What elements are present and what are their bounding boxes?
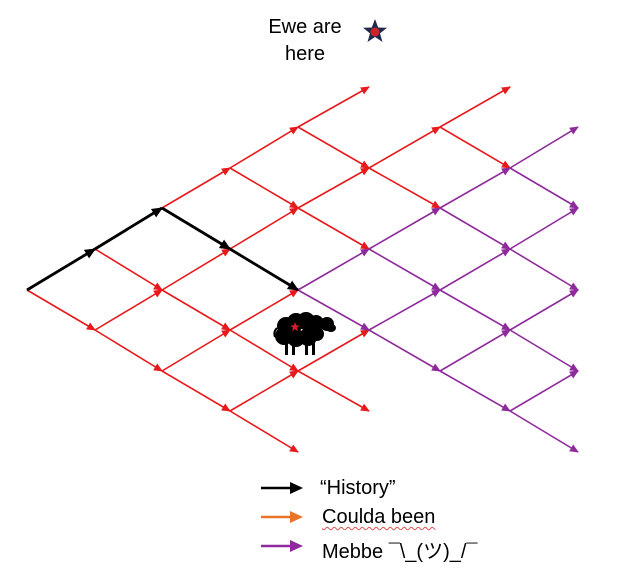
mebbe-branch-arrow [509, 329, 579, 372]
mebbe-branch-arrow [439, 289, 511, 331]
coulda-branch-arrow [297, 207, 370, 250]
arrow-icon [261, 511, 303, 523]
legend-label-coulda: Coulda been [322, 506, 435, 529]
mebbe-branch-arrow [509, 207, 579, 250]
coulda-branch-arrow [297, 126, 370, 169]
mebbe-branches [297, 126, 579, 453]
mebbe-branch-arrow [368, 329, 441, 372]
coulda-branch-arrow [297, 329, 370, 372]
mebbe-branch-arrow [509, 370, 579, 412]
coulda-branch-arrow [94, 289, 163, 331]
annotation-line-2: here [284, 43, 326, 65]
mebbe-branch-arrow [509, 167, 579, 209]
arrow-icon [261, 482, 303, 494]
coulda-branch-arrow [229, 289, 299, 331]
coulda-branch-arrow [26, 289, 96, 331]
mebbe-branch-arrow [368, 207, 441, 250]
star-icon [363, 19, 387, 42]
coulda-branch-arrow [94, 248, 163, 291]
legend-label-coulda-text: Coulda been [322, 506, 436, 528]
history-arrow [26, 247, 96, 292]
coulda-branch-arrow [229, 126, 299, 169]
sheep-icon [273, 312, 336, 355]
coulda-branch-arrow [229, 329, 299, 372]
coulda-branch-arrow [161, 329, 231, 372]
coulda-branch-arrow [229, 410, 299, 453]
coulda-branch-arrow [161, 248, 231, 291]
mebbe-branch-arrow [509, 126, 579, 169]
mebbe-branch-arrow [439, 329, 511, 372]
mebbe-branch-arrow [368, 289, 441, 331]
coulda-branch-arrow [229, 370, 299, 412]
coulda-branch-arrow [297, 370, 370, 412]
mebbe-branch-arrow [439, 207, 511, 250]
annotation-line-1: Ewe are [268, 16, 342, 38]
mebbe-branch-arrow [297, 248, 370, 291]
coulda-branch-arrow [161, 370, 231, 412]
coulda-branch-arrow [439, 126, 511, 169]
mebbe-branch-arrow [439, 167, 511, 209]
coulda-branch-arrow [439, 86, 511, 128]
coulda-branch-arrow [297, 167, 370, 209]
mebbe-branch-arrow [439, 248, 511, 291]
coulda-branch-arrow [297, 86, 370, 128]
coulda-branch-arrow [229, 207, 299, 250]
coulda-branch-arrow [368, 167, 441, 209]
coulda-branch-arrow [368, 126, 441, 169]
coulda-branch-arrow [161, 289, 231, 331]
mebbe-branch-arrow [439, 370, 511, 412]
history-arrow [229, 247, 299, 292]
coulda-branch-arrow [229, 167, 299, 209]
mebbe-branch-arrow [297, 289, 370, 331]
arrow-icon [261, 540, 303, 552]
legend-label-history: “History” [320, 477, 396, 499]
coulda-branch-arrow [161, 167, 231, 209]
history-arrow [94, 206, 163, 251]
mebbe-branch-arrow [509, 289, 579, 331]
mebbe-branch-arrow [509, 248, 579, 291]
sheep-marker-star [290, 322, 300, 332]
mebbe-branch-arrow [509, 410, 579, 453]
legend-label-mebbe-text: Mebbe ¯\_(ツ)_/¯ [322, 541, 478, 563]
history-arrow [161, 206, 231, 251]
coulda-been-branches [26, 86, 511, 453]
mebbe-branch-arrow [368, 248, 441, 291]
coulda-branch-arrow [94, 329, 163, 372]
history-path [26, 206, 299, 292]
legend-label-mebbe: Mebbe ¯\_(ツ)_/¯ [322, 535, 477, 564]
